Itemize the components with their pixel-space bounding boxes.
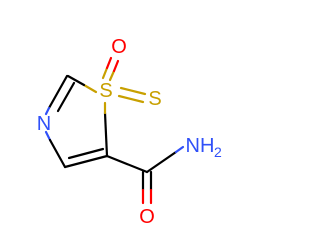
atom-sulfur-ring: S — [99, 80, 112, 102]
atom-amide-nitrogen: NH — [186, 135, 215, 157]
bond-s-c5b — [66, 74, 86, 87]
bond-c-n-double-2 — [56, 81, 76, 113]
bond-s-s-2 — [119, 86, 147, 96]
atom-oxygen-top: O — [111, 36, 127, 58]
bond-s-c5 — [82, 83, 98, 94]
bond-c-ccarbonyl — [105, 154, 149, 174]
bond-c-n-double-1 — [47, 74, 69, 110]
atom-carbonyl-oxygen: O — [139, 206, 155, 228]
atom-nitrogen-ring: N — [37, 113, 51, 135]
bond-ch-c-double-2 — [67, 147, 105, 160]
bond-s-o-2 — [105, 56, 113, 70]
bond-ccarbonyl-n — [145, 150, 178, 174]
atom-sulfur-thione: S — [148, 88, 161, 110]
bond-s-o-1 — [101, 66, 109, 80]
bond-ch-c-double-1 — [63, 154, 109, 169]
atom-amide-nitrogen-subscript: 2 — [214, 144, 222, 160]
bond-c-n-double-n — [44, 106, 51, 116]
bond-s-s-1 — [117, 94, 145, 104]
bond-ccarbonyl-n-b — [174, 145, 185, 154]
bond-n-ch-b — [48, 138, 67, 169]
bond-s-o-4 — [112, 59, 120, 73]
bond-n-ch — [44, 130, 52, 142]
molecule-structure: O S S N NH 2 O — [37, 36, 222, 228]
bond-c-s — [103, 111, 109, 158]
bond-s-o-3 — [108, 69, 116, 82]
